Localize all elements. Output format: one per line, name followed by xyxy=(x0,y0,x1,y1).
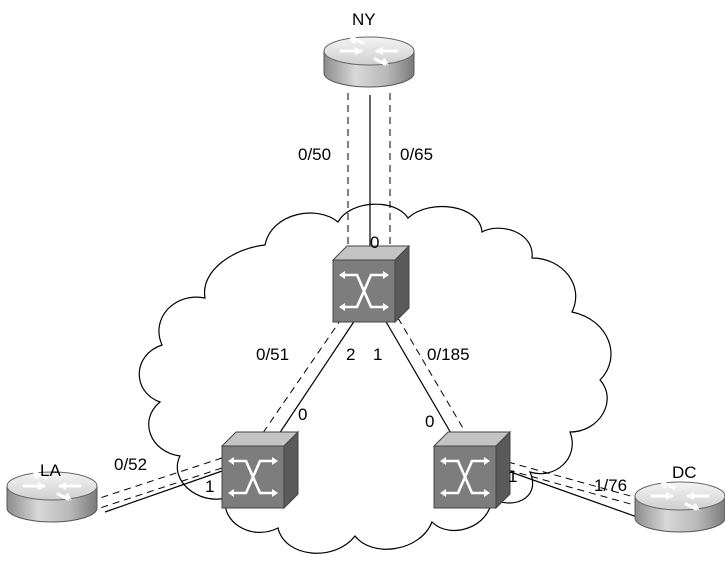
router-la-label: LA xyxy=(40,461,61,480)
vc-label-dc: 1/76 xyxy=(594,476,627,495)
vc-label-top-right: 0/185 xyxy=(427,345,470,364)
port-label-right-top: 0 xyxy=(425,412,434,431)
port-label-left-top: 0 xyxy=(298,405,307,424)
port-label-right-dc: 1 xyxy=(508,467,517,486)
router-ny-label: NY xyxy=(352,10,376,29)
atm-switch-right-icon[interactable] xyxy=(432,430,512,510)
port-label-top-left: 2 xyxy=(346,345,355,364)
vc-label-top-left: 0/51 xyxy=(256,345,289,364)
link-top-left xyxy=(274,319,356,441)
router-dc-icon[interactable] xyxy=(633,479,725,534)
link-top-right xyxy=(384,319,456,441)
atm-switch-left-icon[interactable] xyxy=(220,430,300,510)
router-ny-icon[interactable] xyxy=(322,34,416,89)
vc-label-ny-left: 0/50 xyxy=(298,145,331,164)
atm-switch-top-icon[interactable] xyxy=(331,244,411,324)
router-dc-label: DC xyxy=(672,463,697,482)
vc-top-left xyxy=(257,317,343,441)
port-label-left-la: 1 xyxy=(205,477,214,496)
link-right-dc xyxy=(504,469,641,519)
port-label-top-right: 1 xyxy=(373,345,382,364)
link-left-la xyxy=(104,469,226,513)
port-label-top-ny: 0 xyxy=(370,233,379,252)
vc-left-la-a xyxy=(99,457,223,499)
vc-label-la: 0/52 xyxy=(114,455,147,474)
vc-left-la-b xyxy=(99,467,223,509)
vc-label-ny-right: 0/65 xyxy=(400,145,433,164)
